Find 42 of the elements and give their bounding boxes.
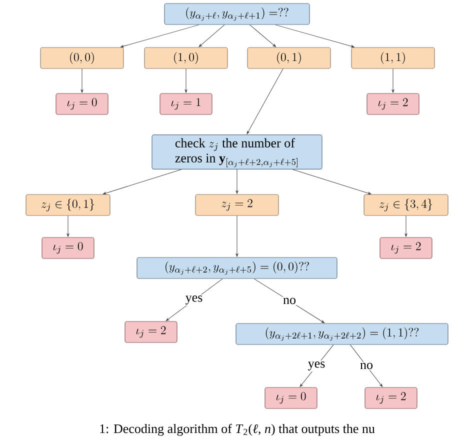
edge-label: no: [360, 362, 372, 370]
case-box: $z_j = 2$: [195, 194, 279, 216]
arrow: [198, 24, 225, 47]
result-box: $\iota_j = 2$: [364, 387, 418, 409]
result-box: $\iota_j = 0$: [42, 237, 94, 259]
arrow: [292, 169, 372, 194]
case-box: $(1,1)$: [351, 47, 435, 69]
arrow: [246, 68, 284, 134]
arrow: [120, 24, 200, 48]
arrow: [300, 344, 334, 387]
result-box: $\iota_j = 2$: [124, 321, 178, 343]
case-box: $z_j \in \{0,1\}$: [26, 194, 110, 216]
arrow: [80, 68, 84, 93]
arrow: [392, 68, 394, 93]
arrow: [350, 344, 383, 387]
arrow: [102, 169, 182, 194]
edge-label: no: [283, 298, 296, 304]
result-box: $\iota_j = 2$: [380, 237, 432, 259]
question-box: $(y_{\alpha_j+2\ell+1}, y_{\alpha_j+2\ell+2}) = (1,1)??$: [236, 323, 448, 345]
result-box: $\iota_j = 0$: [264, 387, 318, 409]
arrow: [66, 216, 70, 237]
arrow: [166, 278, 223, 322]
question-box: $(y_{\alpha_j+\ell+2}, y_{\alpha_j+\ell+5}) = (0,0)??$: [136, 257, 338, 279]
arrow: [404, 216, 408, 237]
arrow: [250, 24, 276, 47]
question-box: $\begin{array}{l}\text{check } z_j \text{ the number of}\\ \text{zeros in } \mathbf{y}_{[\alpha_j+\ell+2,\alpha_j+\ell+5]}\end{array}$: [152, 134, 322, 170]
edge-label: yes: [308, 362, 325, 370]
result-box: $\iota_j = 1$: [160, 93, 212, 115]
case-box: $(0,0)$: [40, 47, 124, 69]
arrow: [236, 216, 238, 257]
case-box: $(0,1)$: [247, 47, 331, 69]
result-box: $\iota_j = 2$: [366, 93, 420, 115]
arrow: [254, 278, 324, 324]
arrow: [275, 24, 354, 48]
case-box: $z_j \in \{3,4\}$: [364, 194, 448, 216]
case-box: $(1,0)$: [144, 47, 228, 69]
result-box: $\iota_j = 0$: [56, 93, 108, 115]
caption: 1: Decoding algorithm of T$_{2}$(ℓ, n) that outputs the nu: [100, 424, 375, 436]
arrow: [236, 169, 238, 194]
edge-label: yes: [186, 296, 202, 304]
question-box: $(y_{\alpha_j+\ell}, y_{\alpha_j+\ell+1}) =??$: [164, 3, 310, 25]
arrow: [184, 68, 188, 93]
